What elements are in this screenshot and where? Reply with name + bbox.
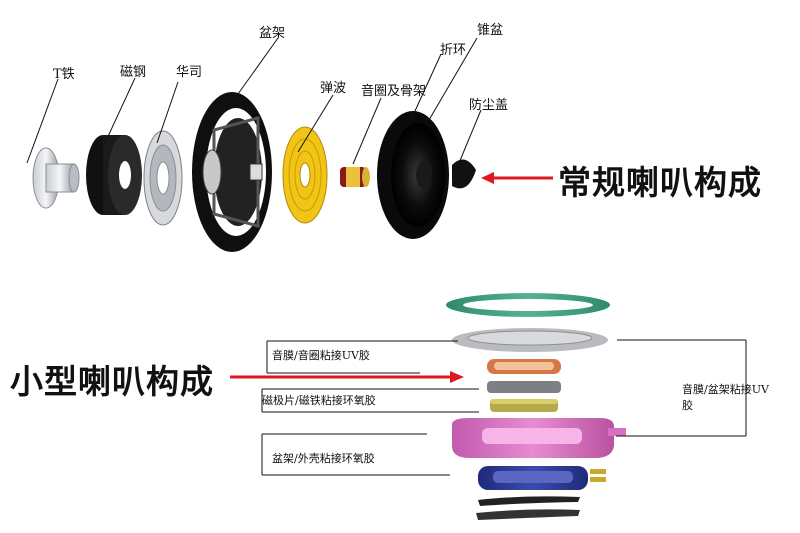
label-dust-cap: 防尘盖 (469, 98, 509, 113)
label-diaphragm-basket-glue-line2: 胶 (682, 399, 693, 412)
magnet-layer (490, 399, 558, 412)
label-basket: 盆架 (259, 26, 286, 41)
cone-part (377, 111, 449, 239)
t-iron-part (32, 147, 80, 209)
bottom-plate-layer-1 (478, 496, 580, 506)
label-diaphragm-basket-glue-line1: 音膜/盆架粘接UV (682, 383, 769, 396)
label-diaphragm-coil-glue: 音膜/音圈粘接UV胶 (272, 349, 370, 362)
voice-coil-layer (487, 359, 561, 374)
diaphragm-layer (452, 328, 608, 352)
voice-coil-part (340, 167, 370, 187)
label-pole-magnet-glue: 磁极片/磁铁粘接环氧胶 (262, 394, 376, 407)
basket-part (192, 92, 272, 252)
top-leader-lines (26, 37, 482, 165)
label-t-iron: T铁 (53, 67, 75, 82)
bottom-plate-layer-2 (476, 509, 580, 520)
top-arrow (481, 172, 553, 184)
pole-plate-layer (487, 381, 561, 393)
magnet-part (86, 135, 142, 215)
navy-shell-layer (478, 466, 606, 490)
spider-part (282, 126, 328, 224)
dust-cap-part (452, 159, 476, 189)
label-cone: 锥盆 (477, 23, 504, 38)
label-spider: 弹波 (320, 81, 347, 96)
green-gasket-layer (446, 293, 610, 317)
label-magnet: 磁钢 (120, 65, 147, 80)
caption-micro-speaker: 小型喇叭构成 (10, 362, 214, 401)
washer-part (143, 130, 183, 226)
bottom-leader-lines (261, 339, 747, 476)
bottom-arrow (230, 371, 464, 383)
label-voice-coil: 音圈及骨架 (361, 84, 427, 99)
caption-conventional-speaker: 常规喇叭构成 (558, 163, 762, 202)
label-washer: 华司 (176, 65, 203, 80)
label-basket-shell-glue: 盆架/外壳粘接环氧胶 (272, 452, 375, 465)
pink-frame-layer (451, 418, 626, 458)
label-surround: 折环 (440, 43, 467, 58)
